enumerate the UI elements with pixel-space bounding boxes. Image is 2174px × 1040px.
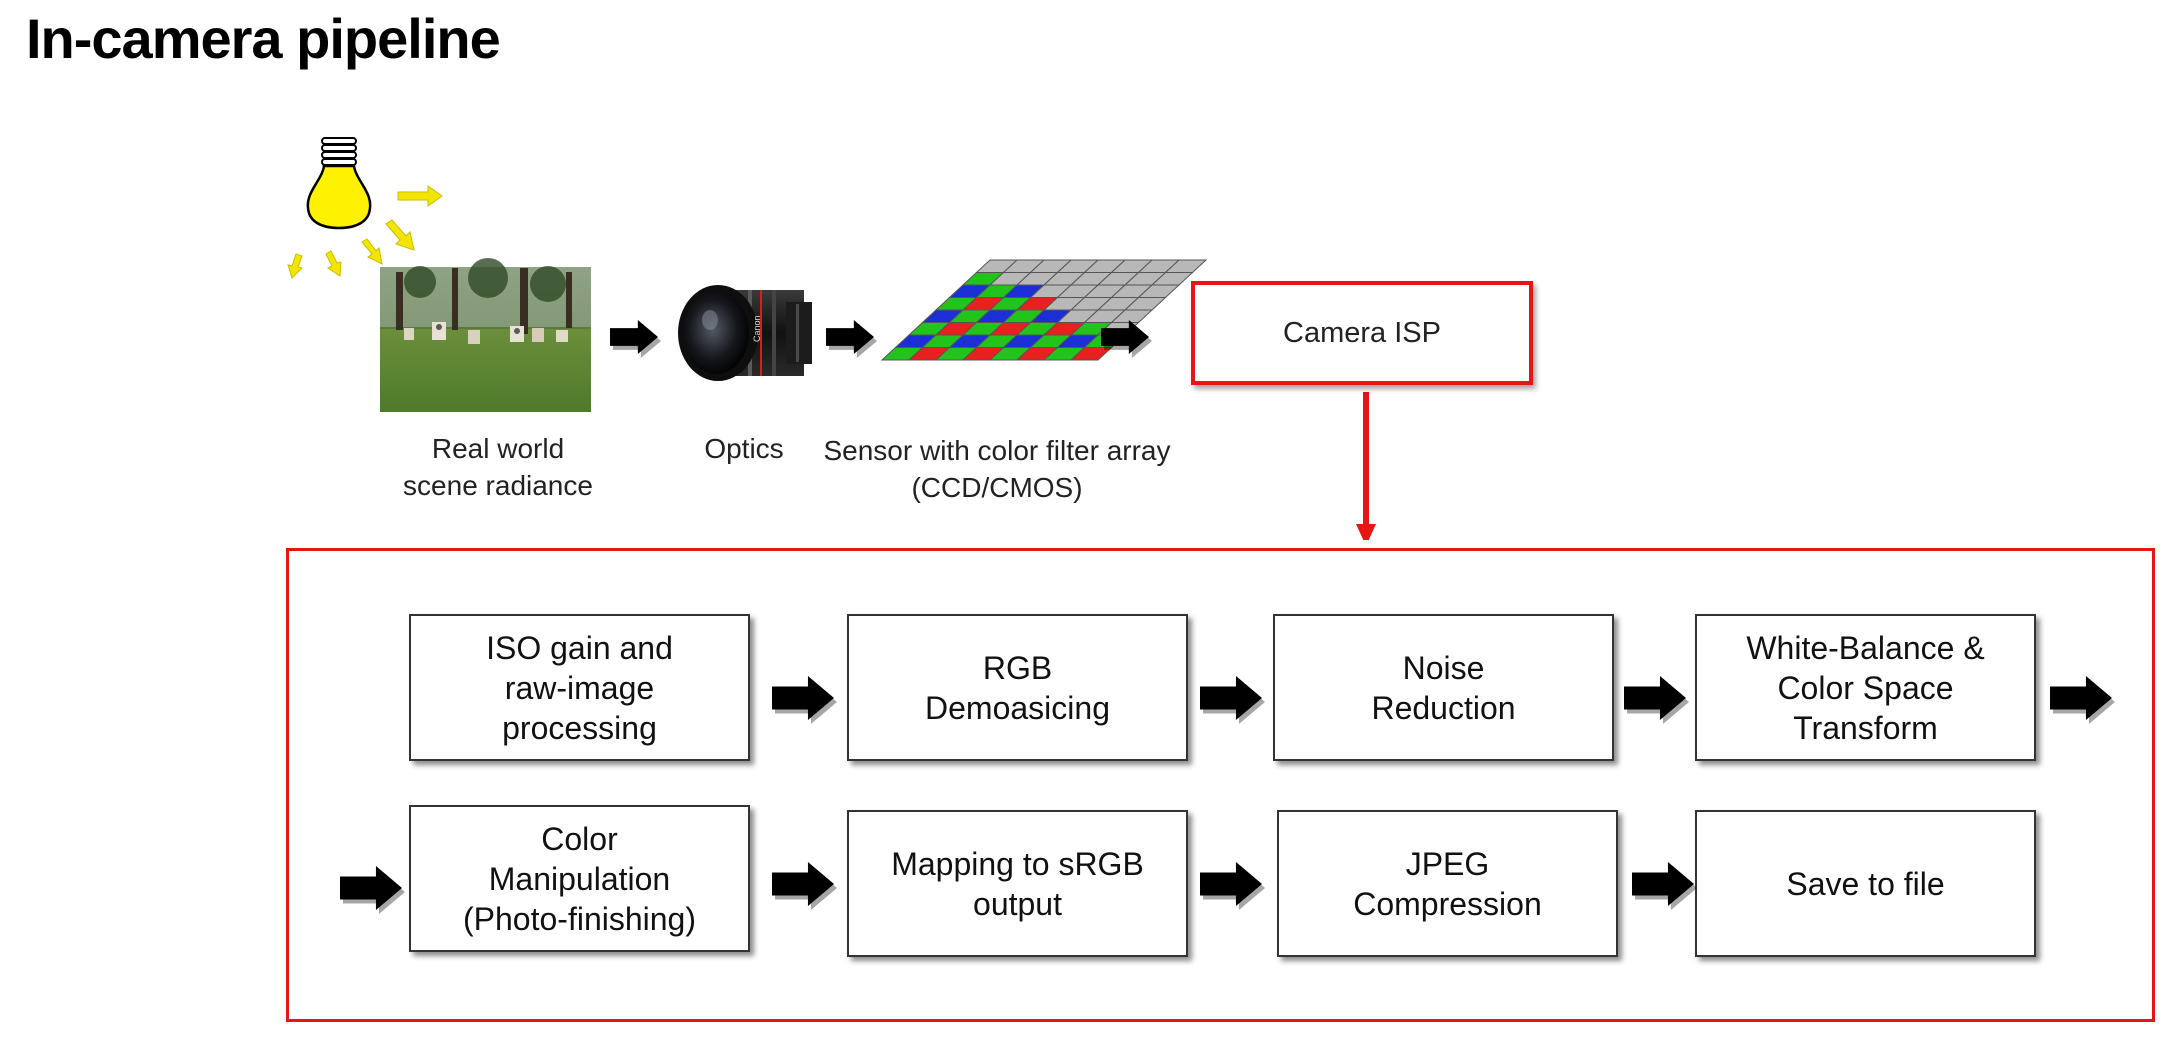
bayer-sensor-icon — [880, 259, 1208, 361]
right-arrow-icon — [1200, 862, 1262, 906]
right-arrow-icon — [610, 320, 658, 354]
light-ray-icon — [287, 185, 443, 279]
right-arrow-icon — [1101, 320, 1149, 354]
right-arrow-icon — [772, 862, 834, 906]
right-arrow-icon — [1624, 676, 1686, 720]
right-arrow-icon — [1200, 676, 1262, 720]
stage-save-to-file: Save to file — [1695, 810, 2036, 957]
page-title: In-camera pipeline — [26, 7, 501, 70]
isp-down-arrow — [1356, 392, 1376, 540]
right-arrow-icon — [772, 676, 834, 720]
isp-pipeline-frame — [286, 548, 2155, 1022]
light-bulb-icon — [306, 137, 372, 230]
optics-caption: Optics — [704, 433, 784, 464]
scene-photo — [380, 258, 591, 412]
right-arrow-icon — [1632, 862, 1694, 906]
right-arrow-icon — [826, 320, 874, 354]
cfa-cell — [1164, 259, 1208, 273]
svg-text:Canon: Canon — [752, 315, 762, 342]
camera-isp-box: Camera ISP — [1191, 281, 1533, 385]
right-arrow-icon — [2050, 676, 2112, 720]
scene-caption: Real world scene radiance — [403, 433, 593, 501]
sensor-caption: Sensor with color filter array (CCD/CMOS… — [823, 435, 1171, 503]
camera-lens-icon: Canon — [678, 285, 812, 381]
right-arrow-icon — [340, 866, 402, 910]
capture-illustration: Canon — [287, 137, 1376, 540]
